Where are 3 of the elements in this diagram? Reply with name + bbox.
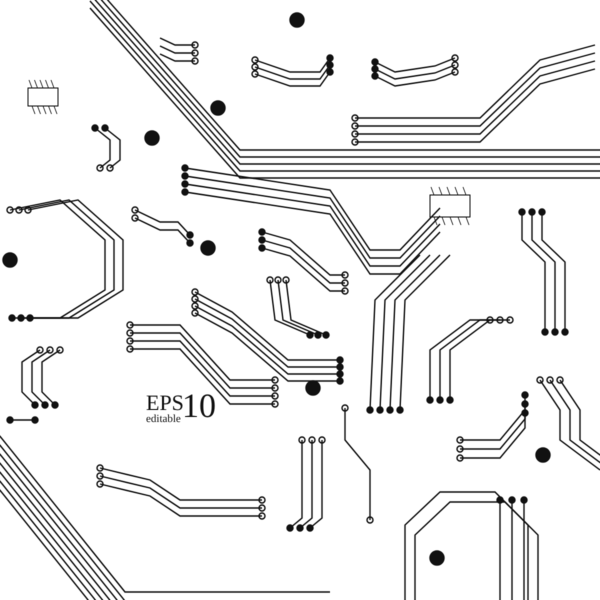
- editable-label: editable: [146, 414, 181, 425]
- version-number: 10: [182, 390, 216, 424]
- format-label: EPS: [146, 392, 184, 414]
